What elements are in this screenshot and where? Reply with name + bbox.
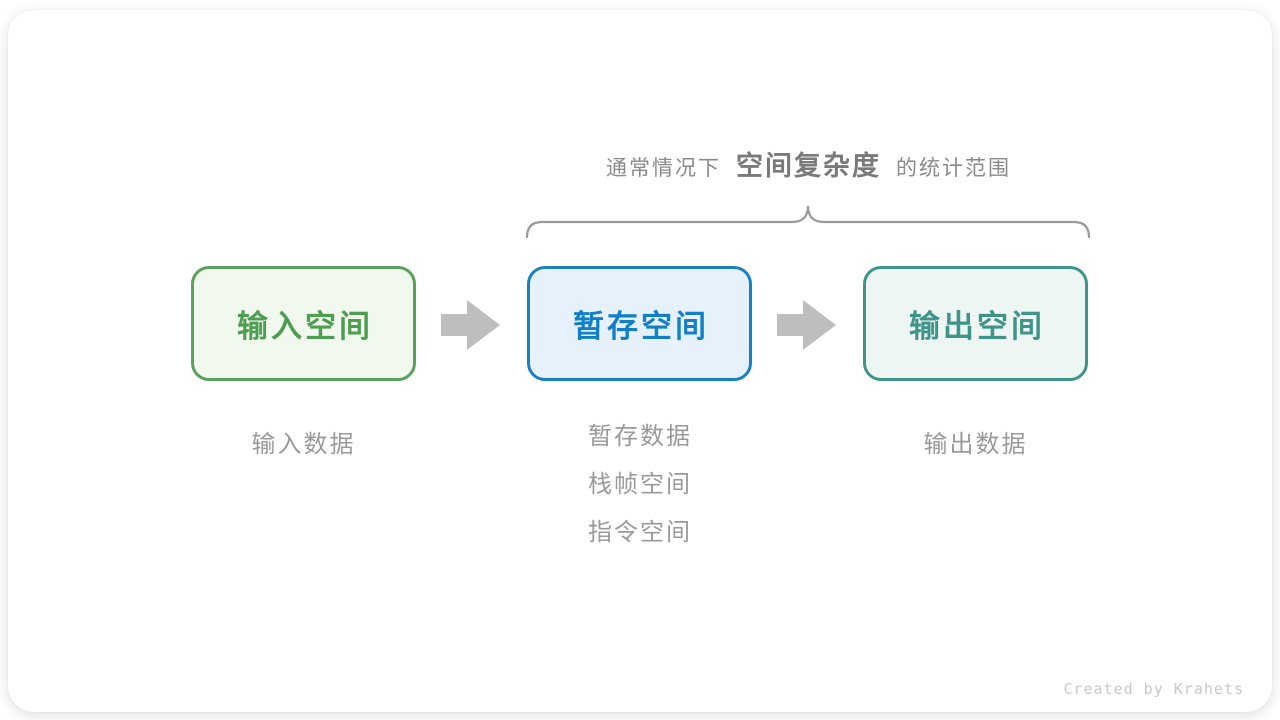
right-arrow-icon	[777, 300, 836, 350]
right-arrow-icon	[441, 300, 500, 350]
box-output-space-label: 输出空间	[909, 309, 1045, 344]
credit-text: Created by Krahets	[1063, 680, 1244, 698]
box-input-space-label: 输入空间	[237, 309, 373, 344]
box-temp-space: 暂存空间	[527, 266, 752, 381]
note-stack-frame-space: 栈帧空间	[588, 471, 692, 498]
box-temp-space-label: 暂存空间	[573, 309, 709, 344]
box-input-space: 输入空间	[191, 266, 416, 381]
note-temp-data: 暂存数据	[588, 423, 692, 450]
note-output-data: 输出数据	[923, 431, 1028, 458]
caption-suffix: 的统计范围	[896, 157, 1011, 180]
notes-temp-list: 暂存数据 栈帧空间 指令空间	[588, 424, 692, 568]
note-input-data: 输入数据	[251, 431, 356, 458]
scope-brace-icon	[526, 205, 1090, 239]
caption-prefix: 通常情况下	[606, 157, 721, 180]
caption-highlight: 空间复杂度	[736, 151, 881, 181]
scope-caption: 通常情况下 空间复杂度 的统计范围	[527, 144, 1090, 186]
note-instruction-space: 指令空间	[588, 519, 692, 546]
box-output-space: 输出空间	[863, 266, 1088, 381]
